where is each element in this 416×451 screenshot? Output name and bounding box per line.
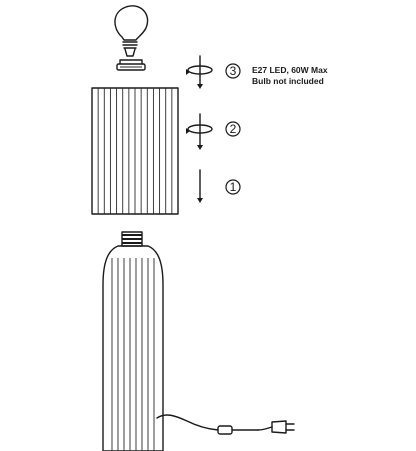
down-arrow-icon <box>197 169 203 203</box>
lamp-base <box>102 231 164 451</box>
lamp-shade <box>91 87 179 215</box>
step-3-indicator: 3 <box>186 55 241 89</box>
step-badge <box>225 63 241 79</box>
base-ribs <box>111 258 155 451</box>
light-bulb <box>114 5 149 57</box>
step-badge <box>225 121 241 137</box>
power-cord <box>156 414 273 431</box>
bulb-note: E27 LED, 60W Max Bulb not included <box>252 65 328 86</box>
step-badge <box>225 179 241 195</box>
shade-ribs <box>97 88 173 214</box>
rotate-arrow-icon <box>186 55 213 89</box>
plug <box>271 420 295 434</box>
step-number: 3 <box>230 64 237 78</box>
step-2-indicator: 2 <box>186 113 241 150</box>
bulb-spec-text: E27 LED, 60W Max <box>252 65 328 75</box>
step-number: 1 <box>230 180 237 194</box>
step-1-indicator: 1 <box>197 169 241 203</box>
socket-ring <box>116 59 146 71</box>
bulb-not-included-text: Bulb not included <box>252 76 324 86</box>
inline-switch <box>217 425 233 435</box>
rotate-arrow-icon <box>186 113 213 150</box>
step-number: 2 <box>230 122 237 136</box>
